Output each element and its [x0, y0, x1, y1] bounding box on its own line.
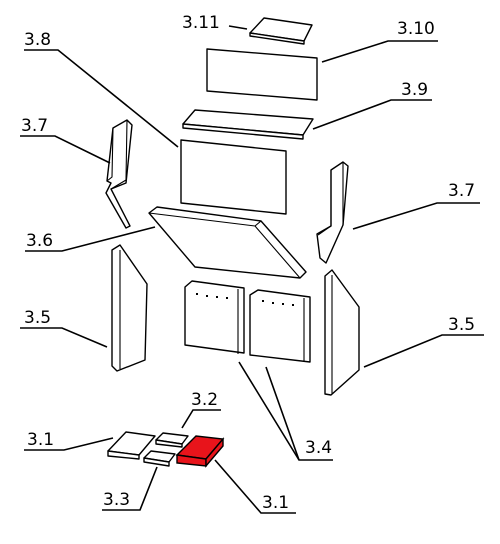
part-3-4-left	[184, 280, 245, 354]
leader-lines	[20, 25, 484, 514]
part-3-1-left	[107, 431, 156, 460]
part-3-9	[182, 109, 314, 140]
label-3-7-left: 3.7	[21, 116, 48, 136]
label-3-11: 3.11	[182, 13, 220, 33]
panel-holes	[196, 293, 228, 299]
part-3-10	[206, 48, 318, 101]
part-3-5-right	[324, 269, 360, 396]
label-3-1-right: 3.1	[262, 493, 289, 513]
label-3-6: 3.6	[26, 231, 53, 251]
part-labels: 3.11 3.10 3.8 3.9 3.7 3.7 3.6 3.5 3.5 3.…	[21, 13, 475, 513]
part-3-4-right	[249, 289, 311, 363]
panel-holes	[262, 300, 294, 306]
part-3-8	[180, 139, 287, 215]
part-3-7-left	[105, 119, 133, 229]
label-3-5-left: 3.5	[24, 308, 51, 328]
label-3-10: 3.10	[397, 19, 435, 39]
label-3-7-right: 3.7	[448, 181, 475, 201]
highlighted-block-side	[205, 437, 224, 468]
label-3-4: 3.4	[305, 438, 332, 458]
label-3-8: 3.8	[24, 30, 51, 50]
part-3-7-right	[316, 161, 349, 264]
label-3-3: 3.3	[103, 490, 130, 510]
label-3-9: 3.9	[401, 80, 428, 100]
label-3-2: 3.2	[191, 390, 218, 410]
part-3-5-left	[111, 244, 148, 372]
label-3-5-right: 3.5	[448, 315, 475, 335]
part-3-3	[143, 450, 176, 467]
part-3-1-highlighted	[175, 435, 225, 468]
part-3-11	[249, 17, 313, 45]
label-3-1-left: 3.1	[27, 430, 54, 450]
part-3-2	[155, 432, 189, 448]
part-3-6	[148, 206, 307, 279]
